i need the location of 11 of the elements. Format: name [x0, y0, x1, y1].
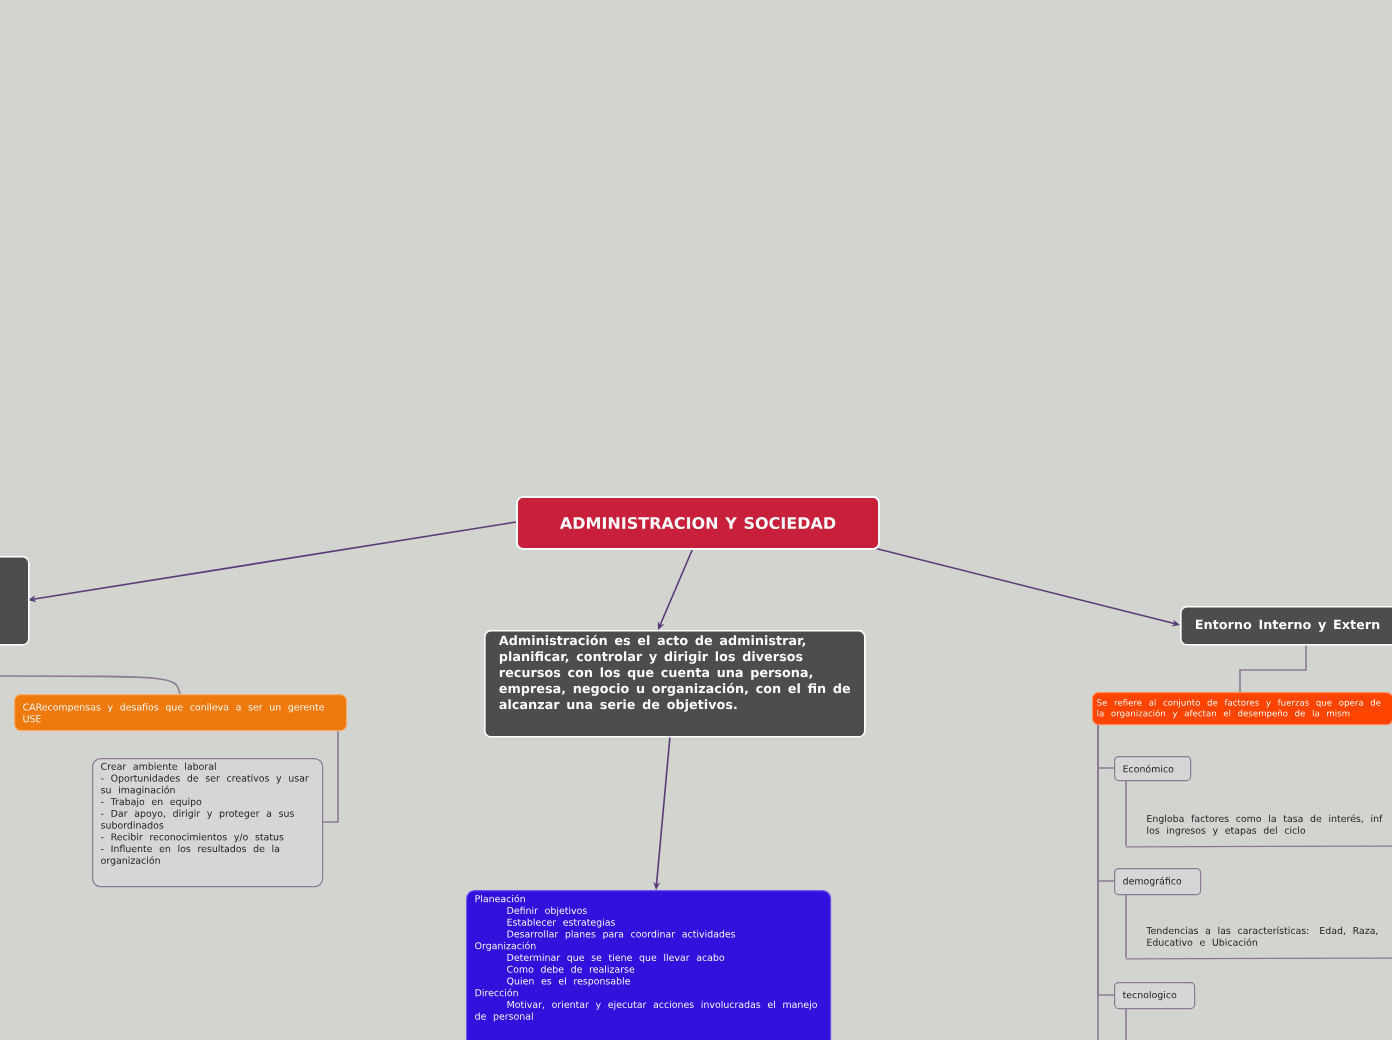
arrow [657, 547, 694, 630]
connector-line [1125, 893, 1127, 959]
topic-box: ADMINISTRACION Y SOCIEDAD [516, 496, 880, 550]
topic-box [0, 556, 30, 646]
connector-line [1097, 723, 1099, 1040]
connector-line [321, 729, 339, 823]
connector-line [0, 675, 181, 695]
connector-line [1125, 779, 1127, 847]
connector-line [1239, 643, 1307, 693]
arrow [873, 547, 1180, 627]
connector-line [1125, 1007, 1127, 1040]
